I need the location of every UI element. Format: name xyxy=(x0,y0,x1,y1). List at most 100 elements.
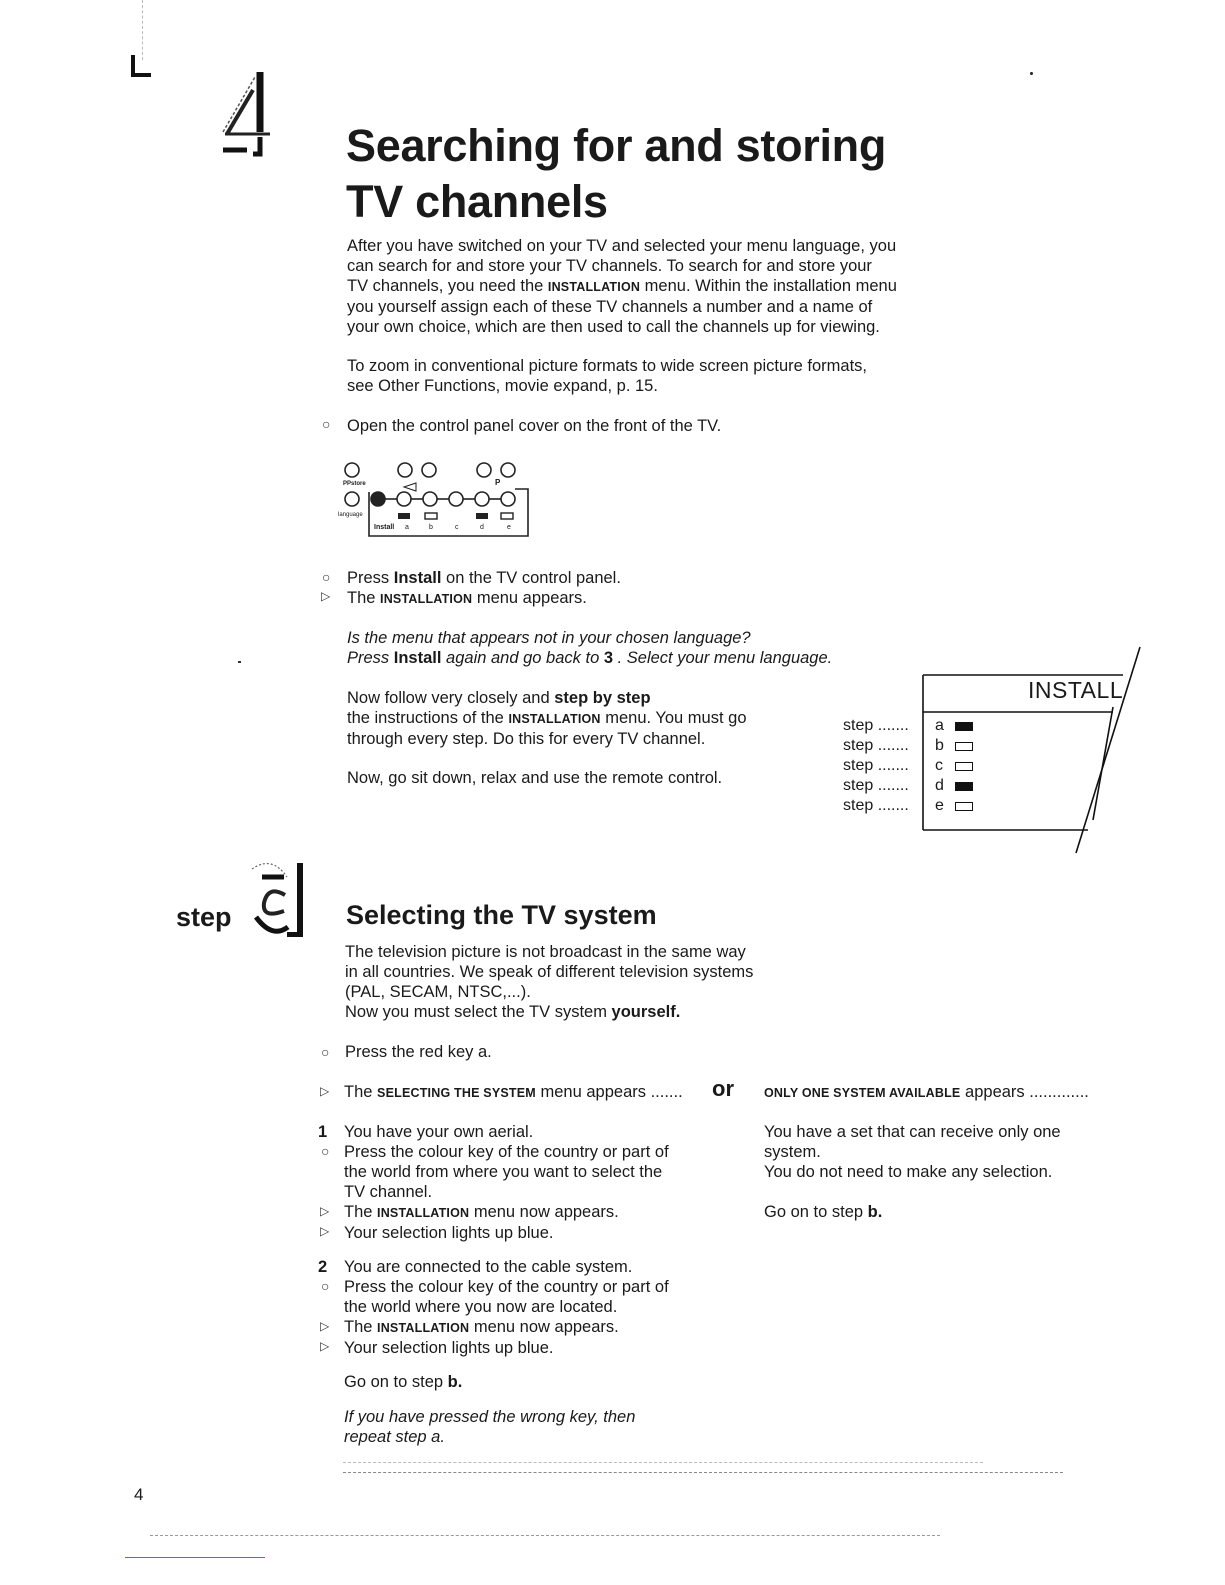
triangle-bullet: ▷ xyxy=(320,1339,330,1353)
empty-key-icon xyxy=(955,762,973,771)
circle-bullet: ○ xyxy=(322,416,331,432)
body-line: (PAL, SECAM, NTSC,...). xyxy=(345,983,531,1001)
right-line: You have a set that can receive only one xyxy=(764,1123,1061,1141)
intro-paragraph: After you have switched on your TV and s… xyxy=(347,236,987,337)
body-line: in all countries. We speak of different … xyxy=(345,963,754,981)
only-one-system-text: You have a set that can receive only one… xyxy=(764,1122,1124,1182)
circle-bullet: ○ xyxy=(322,569,331,585)
chapter-number-graphic: 4 xyxy=(215,62,295,162)
text: the instructions of the xyxy=(347,709,509,727)
menu-name: INSTALLATION xyxy=(508,712,601,726)
text: The xyxy=(344,1083,378,1101)
install-key-name: Install xyxy=(393,569,442,587)
text: The xyxy=(347,589,381,607)
circle-bullet: ○ xyxy=(321,1278,330,1294)
install-menu-rows: step ....... a step .......b step .......… xyxy=(843,716,973,816)
text: menu appears. xyxy=(472,589,587,607)
circle-bullet: ○ xyxy=(321,1044,330,1060)
title-line-2: TV channels xyxy=(346,176,608,227)
text: The xyxy=(344,1203,378,1221)
text: Go on to step xyxy=(344,1373,448,1391)
text: TV channels, you need the xyxy=(347,277,548,295)
text: menu. Within the installation menu xyxy=(640,277,897,295)
crop-mark xyxy=(131,55,135,77)
empty-key-icon xyxy=(955,742,973,751)
note-line: If you have pressed the wrong key, then xyxy=(344,1408,636,1426)
body-line: The television picture is not broadcast … xyxy=(345,943,746,961)
zoom-line: To zoom in conventional picture formats … xyxy=(347,357,867,375)
case-line: the world where you now are located. xyxy=(344,1298,618,1316)
text: Now you must select the TV system xyxy=(345,1003,612,1021)
title-line-1: Searching for and storing xyxy=(346,120,887,171)
empty-key-icon xyxy=(955,802,973,811)
scan-line xyxy=(343,1472,1063,1473)
filled-key-icon xyxy=(955,722,973,731)
step-letter-text: a xyxy=(232,855,233,856)
follow-line: the instructions of the INSTALLATION men… xyxy=(347,708,807,729)
zoom-line: see Other Functions, movie expand, p. 15… xyxy=(347,377,658,395)
wrong-key-note: If you have pressed the wrong key, then … xyxy=(344,1407,635,1447)
section-title: Selecting the TV system xyxy=(346,900,657,930)
case-line: The INSTALLATION menu now appears. xyxy=(344,1317,744,1338)
menu-name: INSTALLATION xyxy=(547,280,641,294)
triangle-bullet: ▷ xyxy=(320,1224,330,1238)
text: Press xyxy=(347,569,394,587)
case-line: The INSTALLATION menu now appears. xyxy=(344,1202,744,1223)
emphasis: yourself. xyxy=(611,1003,681,1021)
page-title: Searching for and storing TV channels xyxy=(346,118,1046,230)
panel-label-a: a xyxy=(405,524,409,531)
text: again and go back to xyxy=(441,649,604,667)
step-word: step xyxy=(176,902,232,932)
chapter-reference: 3 xyxy=(603,649,614,667)
selecting-system-appears: The SELECTING THE SYSTEM menu appears ..… xyxy=(344,1082,683,1103)
intro-line: After you have switched on your TV and s… xyxy=(347,237,897,255)
menu-name: INSTALLATION xyxy=(380,592,473,606)
case-line: You are connected to the cable system. xyxy=(344,1258,633,1276)
press-red-key-instruction: Press the red key a. xyxy=(345,1043,492,1061)
page-number: 4 xyxy=(134,1485,144,1504)
only-one-system-appears: ONLY ONE SYSTEM AVAILABLE appears ......… xyxy=(764,1082,1089,1103)
menu-name: INSTALLATION xyxy=(377,1321,470,1335)
scan-line xyxy=(125,1557,265,1558)
step-label: step ....... xyxy=(843,797,909,814)
panel-label-e: e xyxy=(507,524,511,531)
install-menu-row: step .......b xyxy=(843,736,973,756)
step-letter: b xyxy=(935,737,944,754)
install-menu-title: INSTALL xyxy=(1028,677,1124,703)
scan-dot xyxy=(238,661,241,663)
case-line: Your selection lights up blue. xyxy=(344,1224,554,1242)
remote-instruction: Now, go sit down, relax and use the remo… xyxy=(347,769,723,787)
right-go-on-step-b: Go on to step b. xyxy=(764,1202,882,1222)
scan-dot xyxy=(1030,72,1033,75)
go-on-step-b: Go on to step b. xyxy=(344,1372,462,1392)
emphasis: step by step xyxy=(554,689,651,707)
right-line: You do not need to make any selection. xyxy=(764,1163,1053,1181)
step-letter: a xyxy=(935,717,944,734)
panel-label-language: language xyxy=(338,512,363,518)
note-line: repeat step a. xyxy=(344,1428,445,1446)
text: appears ............. xyxy=(960,1083,1089,1101)
panel-label-p: P xyxy=(495,478,501,487)
right-line: system. xyxy=(764,1143,821,1161)
install-menu-row: step .......d xyxy=(843,776,973,796)
follow-line: through every step. Do this for every TV… xyxy=(347,730,706,748)
case-line: Press the colour key of the country or p… xyxy=(344,1278,669,1296)
body-line: Now you must select the TV system yourse… xyxy=(345,1002,825,1022)
follow-steps-paragraph: Now follow very closely and step by step… xyxy=(347,688,807,749)
follow-line: Now follow very closely and step by step xyxy=(347,688,807,708)
text: menu. You must go xyxy=(600,709,747,727)
triangle-bullet: ▷ xyxy=(321,589,331,603)
panel-label-c: c xyxy=(455,524,459,531)
case-line: You have your own aerial. xyxy=(344,1123,534,1141)
case-line: the world from where you want to select … xyxy=(344,1163,663,1181)
panel-label-d: d xyxy=(480,524,484,531)
text: Go on to step xyxy=(764,1203,868,1221)
scan-line xyxy=(343,1462,983,1463)
panel-label-install: Install xyxy=(374,524,395,531)
triangle-bullet: ▷ xyxy=(320,1084,330,1098)
zoom-paragraph: To zoom in conventional picture formats … xyxy=(347,356,987,396)
case-2-text: You are connected to the cable system. P… xyxy=(344,1257,744,1358)
language-hint: Press Install again and go back to 3 . S… xyxy=(347,648,832,668)
menu-name: ONLY ONE SYSTEM AVAILABLE xyxy=(764,1086,961,1100)
crop-mark xyxy=(131,73,151,77)
